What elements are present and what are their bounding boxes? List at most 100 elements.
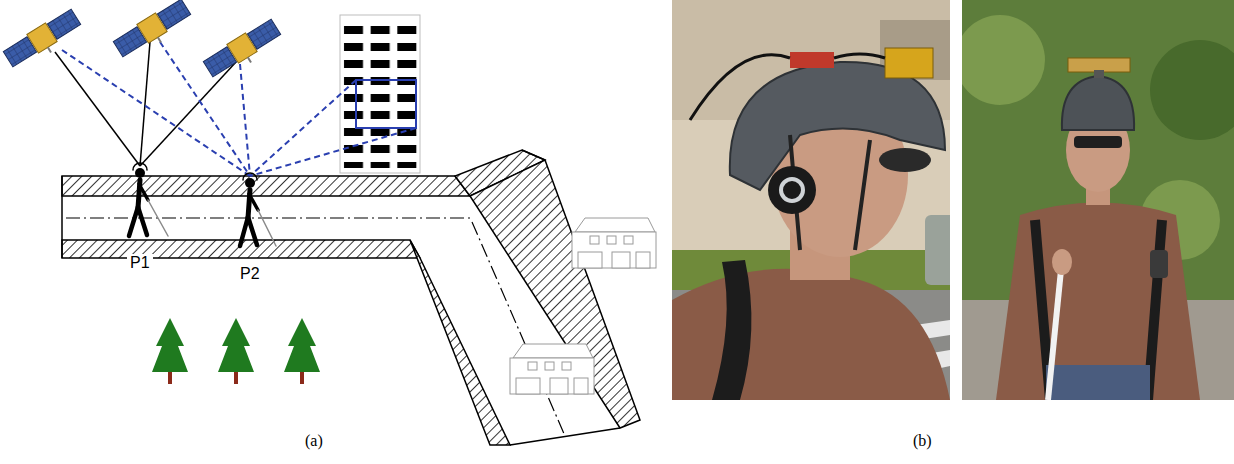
- headphone-ring: [781, 179, 803, 201]
- house-window: [545, 362, 554, 370]
- device: [1150, 250, 1168, 278]
- house-roof: [513, 344, 593, 358]
- camera-bar: [1068, 58, 1130, 72]
- camera-mount: [1094, 70, 1104, 78]
- satellite-body: [27, 23, 57, 53]
- position-label: P1: [127, 254, 153, 272]
- house-window: [528, 362, 537, 370]
- position-label: P2: [237, 265, 263, 283]
- sidewalk-branch-left: [410, 240, 510, 445]
- building-windows: [340, 22, 420, 168]
- backpack-strap: [712, 260, 751, 400]
- direct-path: [140, 62, 236, 166]
- satellite: [202, 17, 285, 83]
- satellite: [2, 7, 85, 73]
- shirt: [996, 203, 1200, 401]
- direct-path: [55, 52, 140, 166]
- center-line: [472, 222, 565, 436]
- head: [245, 178, 255, 188]
- pedestrian: [240, 173, 276, 246]
- photo-background: [672, 0, 950, 400]
- photo-profile: [672, 0, 950, 400]
- house-window: [624, 236, 633, 244]
- pedestrian: [129, 163, 168, 236]
- reflected-path: [250, 80, 356, 176]
- shirt: [672, 269, 950, 400]
- receiver-box: [790, 52, 834, 68]
- branch-end: [510, 428, 620, 445]
- dashed-path: [160, 42, 250, 176]
- dashed-path: [240, 64, 250, 176]
- foliage: [1150, 40, 1234, 140]
- signal-paths: [55, 42, 416, 176]
- house-door: [516, 378, 540, 394]
- house-door: [578, 252, 602, 268]
- direct-path: [140, 42, 150, 166]
- leg: [248, 217, 257, 245]
- house-wall: [510, 358, 594, 394]
- tree-trunk: [300, 372, 304, 384]
- house-wall: [572, 232, 656, 268]
- house-window: [562, 362, 571, 370]
- tree-crown: [284, 318, 320, 372]
- sidewalk-top: [62, 176, 470, 196]
- house-door: [574, 378, 588, 394]
- house: [510, 344, 594, 394]
- leg: [138, 207, 147, 235]
- arm: [139, 184, 148, 200]
- road-end: [61, 176, 63, 258]
- helmet: [730, 62, 945, 190]
- antenna: [48, 47, 51, 52]
- panel-label: (b): [910, 432, 935, 450]
- cable: [690, 54, 885, 120]
- house: [572, 218, 656, 268]
- satellite-body: [227, 33, 257, 63]
- bin: [925, 215, 950, 285]
- house-window: [590, 236, 599, 244]
- house-door: [636, 252, 650, 268]
- headphone: [768, 166, 816, 214]
- branch-end: [522, 150, 545, 160]
- photo-front: [962, 0, 1234, 400]
- satellite-body: [137, 13, 167, 43]
- sidewalk-branch-right: [470, 160, 640, 428]
- helmet: [1062, 76, 1134, 130]
- hand: [1052, 249, 1072, 275]
- leg: [129, 207, 138, 236]
- cane: [148, 200, 168, 236]
- tree: [152, 318, 188, 384]
- panel-label: (a): [302, 432, 326, 450]
- tree-crown: [218, 318, 254, 372]
- white-cane: [1048, 260, 1062, 400]
- building-outline: [340, 15, 420, 173]
- tree-crown: [152, 318, 188, 372]
- head: [135, 168, 145, 178]
- house-window: [550, 378, 568, 394]
- antenna: [158, 37, 161, 42]
- reflection-box: [356, 80, 416, 128]
- tree-trunk: [168, 372, 172, 384]
- tree: [284, 318, 320, 384]
- reflected-path: [250, 128, 416, 176]
- tree-trunk: [234, 372, 238, 384]
- building: [340, 15, 420, 173]
- sunglasses: [879, 148, 931, 172]
- foliage: [962, 15, 1045, 105]
- antenna: [248, 57, 251, 62]
- backpack-strap: [1035, 220, 1162, 400]
- window: [880, 20, 950, 80]
- cane: [258, 210, 276, 246]
- tree: [218, 318, 254, 384]
- arm: [249, 194, 258, 210]
- house-roof: [575, 218, 655, 232]
- jeans: [1046, 365, 1150, 400]
- house-window: [607, 236, 616, 244]
- camera: [885, 48, 933, 78]
- sunglasses: [1074, 136, 1122, 148]
- leg: [240, 217, 248, 246]
- road: [62, 150, 640, 445]
